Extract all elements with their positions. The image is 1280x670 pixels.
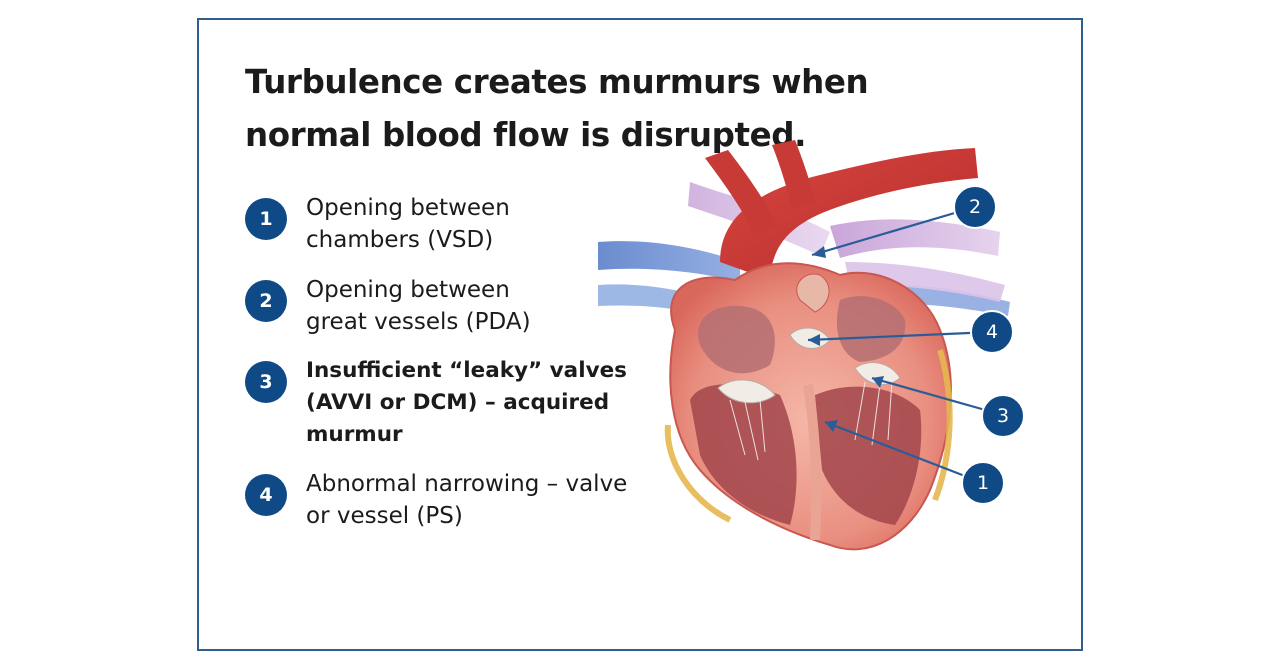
item-label: Opening between chambers (VSD): [306, 195, 510, 253]
callout-badge-vsd: 1: [961, 461, 1005, 505]
callout-badge-pda: 2: [953, 185, 997, 229]
number-badge: 1: [245, 198, 287, 240]
heart-illustration: [598, 140, 1010, 551]
callout-badge-narrowing: 4: [970, 310, 1014, 354]
page-title: Turbulence creates murmurs when normal b…: [245, 63, 869, 154]
septum: [803, 384, 822, 541]
item-label: Insufficient “leaky” valves (AVVI or DCM…: [306, 358, 627, 447]
heart-chambers: [690, 296, 922, 525]
callout-badge-leaky-valves: 3: [981, 394, 1025, 438]
aorta: [705, 140, 978, 280]
number-badge: 2: [245, 280, 287, 322]
item-label: Abnormal narrowing – valve or vessel (PS…: [306, 471, 628, 529]
number-badge: 3: [245, 361, 287, 403]
heart-valves: [717, 273, 901, 461]
callout-arrowheads: [808, 246, 884, 432]
item-label: Opening between great vessels (PDA): [306, 277, 531, 335]
number-badge: 4: [245, 474, 287, 516]
